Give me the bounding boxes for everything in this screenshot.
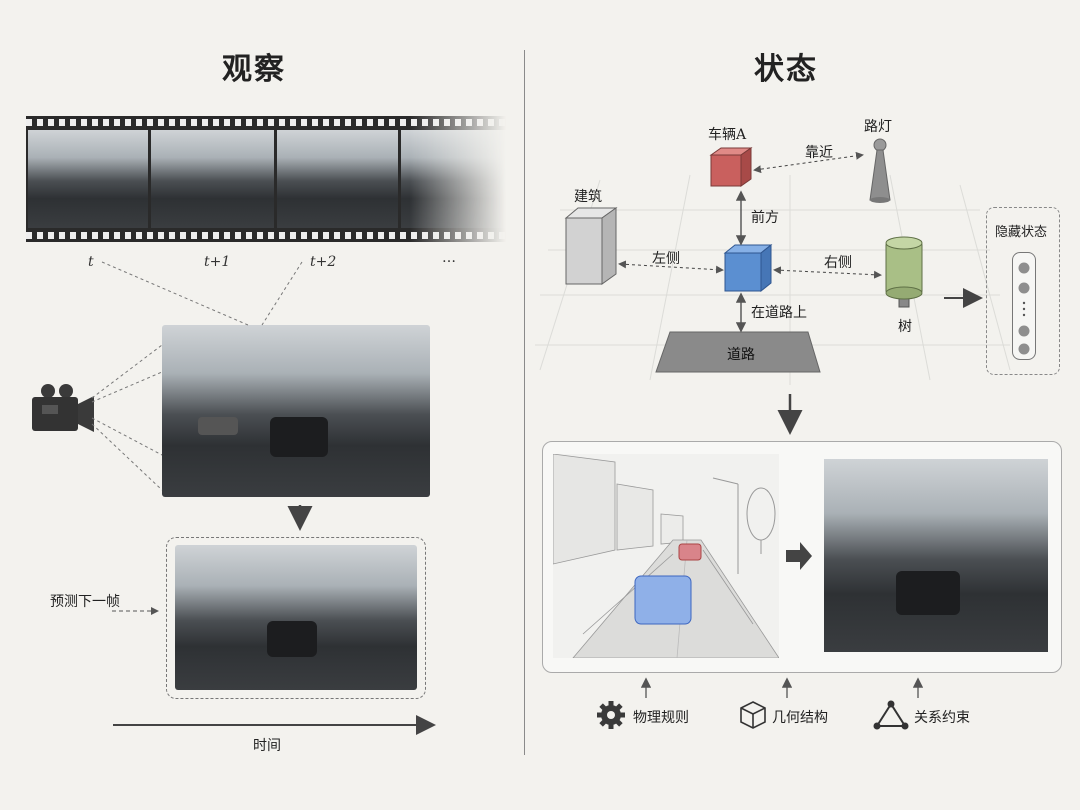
triangle-graph-icon xyxy=(873,700,909,730)
car-a-node xyxy=(709,147,753,188)
streetlight-node xyxy=(868,138,892,204)
frame-label-more: … xyxy=(442,250,456,266)
predicted-frame-image xyxy=(175,545,417,690)
car-a-label: 车辆A xyxy=(708,127,747,143)
predict-next-frame-label: 预测下一帧 xyxy=(50,594,120,610)
film-frame-t2 xyxy=(277,130,398,228)
tree-node xyxy=(884,236,924,309)
building-label: 建筑 xyxy=(574,189,602,205)
cube-icon xyxy=(739,700,767,730)
relation-on-road: 在道路上 xyxy=(751,305,807,321)
video-camera-icon xyxy=(28,382,100,438)
center-divider xyxy=(524,50,525,755)
current-frame-image xyxy=(162,325,430,497)
constraint-geometry-label: 几何结构 xyxy=(772,710,828,726)
frame-label-t1: t+1 xyxy=(204,254,231,270)
frame-label-t: t xyxy=(88,254,94,270)
prediction-box xyxy=(166,537,426,699)
streetlight-label: 路灯 xyxy=(864,119,892,135)
frame-label-t2: t+2 xyxy=(310,254,337,270)
tree-label: 树 xyxy=(898,319,912,335)
constraint-relation-label: 关系约束 xyxy=(914,710,970,726)
film-frame-t3 xyxy=(401,130,506,228)
road-node xyxy=(655,331,822,373)
time-axis-label: 时间 xyxy=(253,738,281,754)
hidden-state-vector xyxy=(1012,252,1036,360)
relation-front: 前方 xyxy=(751,210,779,226)
ego-vehicle-node xyxy=(723,243,773,293)
constraint-physics-label: 物理规则 xyxy=(633,710,689,726)
observation-title: 观察 xyxy=(222,52,286,87)
film-frame-t1 xyxy=(151,130,274,228)
state-title: 状态 xyxy=(754,52,818,87)
building-node xyxy=(564,207,618,285)
wireframe-scene-image xyxy=(553,454,779,658)
road-label: 道路 xyxy=(727,347,755,363)
rendered-scene-image xyxy=(824,459,1048,652)
gear-icon xyxy=(596,700,626,730)
film-strip xyxy=(26,116,506,242)
hidden-state-label: 隐藏状态 xyxy=(995,225,1048,240)
hidden-state-panel xyxy=(986,207,1060,375)
film-frame-t xyxy=(28,130,148,228)
